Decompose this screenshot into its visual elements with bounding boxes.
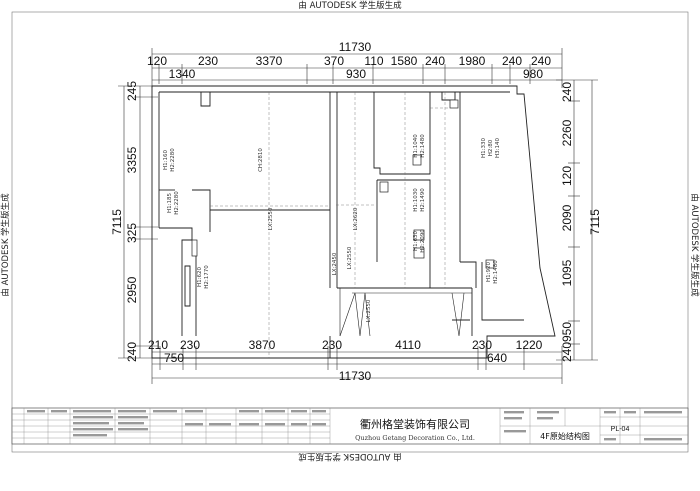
dim-right-3: 120 bbox=[560, 166, 574, 186]
svg-text:LX:2450: LX:2450 bbox=[332, 252, 338, 275]
company-name-cn: 衢州格堂装饰有限公司 bbox=[360, 417, 470, 431]
dim-top-5: 110 bbox=[364, 54, 383, 68]
svg-text:H2:1480: H2:1480 bbox=[493, 260, 499, 284]
svg-text:H1:330: H1:330 bbox=[481, 138, 487, 158]
svg-text:H2:1490: H2:1490 bbox=[420, 188, 426, 212]
dim-top-4: 370 bbox=[324, 54, 344, 68]
left-dimensions bbox=[118, 85, 158, 359]
drawing-title: 4F原始结构图 bbox=[540, 431, 590, 441]
svg-text:LX:2550: LX:2550 bbox=[366, 299, 372, 322]
dim-top-2: 230 bbox=[198, 54, 218, 68]
svg-text:H1:630: H1:630 bbox=[413, 231, 419, 251]
svg-text:H2:2280: H2:2280 bbox=[174, 191, 180, 215]
dim-right-total: 7115 bbox=[588, 209, 602, 235]
dim-top-total: 11730 bbox=[339, 40, 372, 54]
svg-text:H1:185: H1:185 bbox=[167, 193, 173, 213]
dim-right-5: 1095 bbox=[560, 259, 574, 286]
dim-top-6: 1580 bbox=[391, 54, 418, 68]
svg-text:H2:2280: H2:2280 bbox=[170, 148, 176, 172]
svg-text:H1:920: H1:920 bbox=[486, 262, 492, 282]
beam-lines bbox=[210, 92, 460, 358]
svg-text:LX:2550: LX:2550 bbox=[347, 246, 353, 269]
company-name-en: Quzhou Getang Decoration Co., Ltd. bbox=[355, 434, 475, 442]
dim-left-2: 3355 bbox=[125, 146, 139, 173]
svg-text:H2:80: H2:80 bbox=[488, 139, 494, 156]
dim-bottom-3: 3870 bbox=[249, 338, 276, 352]
dim-top-1: 120 bbox=[147, 54, 167, 68]
dim-top-9: 240 bbox=[502, 54, 522, 68]
dim-bottom-6: 230 bbox=[472, 338, 492, 352]
dim-right-2: 2260 bbox=[560, 119, 574, 146]
dim-left-5: 240 bbox=[125, 342, 139, 362]
dim-right-7: 240 bbox=[560, 342, 574, 362]
top-dimensions bbox=[151, 48, 563, 88]
drawing-number: PL-04 bbox=[611, 426, 630, 433]
dim-top-3: 3370 bbox=[256, 54, 283, 68]
dim-top-sub-2: 930 bbox=[346, 67, 366, 81]
dim-left-3: 325 bbox=[125, 223, 139, 243]
dim-bottom-2: 230 bbox=[180, 338, 200, 352]
svg-text:LX:2620: LX:2620 bbox=[353, 207, 359, 230]
title-block: 衢州格堂装饰有限公司 Quzhou Getang Decoration Co.,… bbox=[11, 407, 689, 445]
dim-right-1: 240 bbox=[560, 82, 574, 102]
dim-left-4: 2950 bbox=[125, 276, 139, 303]
dim-right-4: 2090 bbox=[560, 204, 574, 231]
watermark-right: 由 AUTODESK 学生版生成 bbox=[689, 193, 700, 297]
structure-columns bbox=[191, 99, 495, 269]
dim-bottom-7: 1220 bbox=[516, 338, 543, 352]
svg-text:H1:620: H1:620 bbox=[197, 267, 203, 287]
dim-bottom-sub-2: 640 bbox=[487, 351, 507, 365]
dim-top-10: 240 bbox=[531, 54, 551, 68]
watermark-bottom: 由 AUTODESK 学生版生成 bbox=[298, 451, 402, 462]
dim-top-sub-3: 980 bbox=[523, 67, 543, 81]
dim-bottom-total: 11730 bbox=[339, 369, 372, 383]
dim-top-sub-1: 1340 bbox=[169, 67, 196, 81]
dim-top-8: 1980 bbox=[459, 54, 486, 68]
svg-text:H3:140: H3:140 bbox=[495, 138, 501, 158]
svg-text:LX:2550: LX:2550 bbox=[268, 207, 274, 230]
svg-text:CH:2810: CH:2810 bbox=[258, 148, 264, 172]
dim-bottom-5: 4110 bbox=[395, 338, 421, 352]
dim-left-total: 7115 bbox=[110, 209, 124, 235]
svg-text:H2:1770: H2:1770 bbox=[204, 265, 210, 289]
dim-bottom-4: 230 bbox=[322, 338, 342, 352]
plan-walls bbox=[151, 85, 556, 359]
right-dimensions bbox=[556, 79, 598, 361]
svg-text:H1:160: H1:160 bbox=[163, 150, 169, 170]
room-labels: H1:160 H2:2280 CH:2810 H1:1040 H2:1480 H… bbox=[163, 134, 501, 323]
svg-text:H2:2090: H2:2090 bbox=[420, 229, 426, 253]
dim-right-6: 950 bbox=[560, 322, 574, 342]
svg-text:H2:1480: H2:1480 bbox=[420, 134, 426, 158]
dim-left-1: 245 bbox=[125, 81, 139, 101]
watermark-left: 由 AUTODESK 学生版生成 bbox=[0, 193, 11, 297]
stairs bbox=[339, 288, 472, 337]
drawing-frame bbox=[11, 11, 689, 453]
dim-bottom-1: 210 bbox=[148, 338, 168, 352]
watermark-top: 由 AUTODESK 学生版生成 bbox=[298, 0, 402, 11]
svg-text:H1:1040: H1:1040 bbox=[413, 134, 419, 158]
dim-top-7: 240 bbox=[425, 54, 445, 68]
svg-text:H1:1030: H1:1030 bbox=[413, 188, 419, 212]
